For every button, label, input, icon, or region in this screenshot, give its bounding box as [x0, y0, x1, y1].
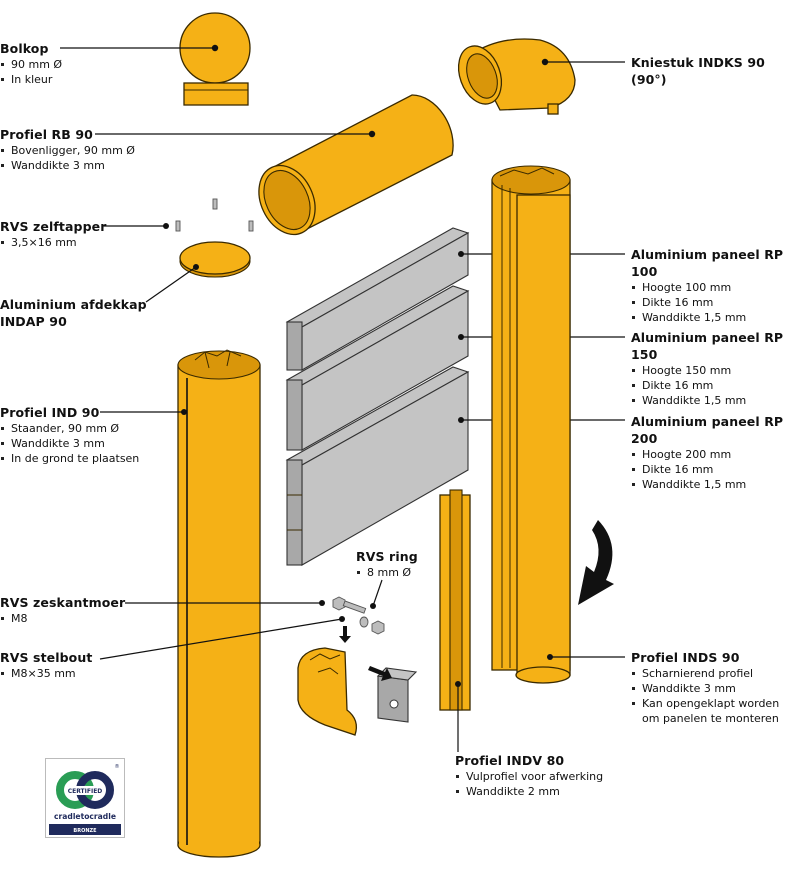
- label-rp100: Aluminium paneel RP 100 Hoogte 100 mm Di…: [631, 246, 800, 325]
- c2c-certified-text: CERTIFIED: [68, 788, 103, 795]
- label-bullet: M8: [0, 611, 125, 626]
- leader-afdekkap: [145, 266, 197, 303]
- rotate-arrow: [578, 520, 614, 605]
- label-rp200: Aluminium paneel RP 200 Hoogte 200 mm Di…: [631, 413, 800, 492]
- bolkop-part: [179, 12, 251, 106]
- label-title: Aluminium paneel RP 150: [631, 330, 784, 362]
- label-bullet: Dikte 16 mm: [631, 295, 800, 310]
- ind90-part: [177, 349, 261, 858]
- label-title: INDAP 90: [0, 314, 67, 329]
- label-bullet: Bovenligger, 90 mm Ø: [0, 143, 135, 158]
- label-title: RVS zeskantmoer: [0, 595, 126, 610]
- label-zeskantmoer: RVS zeskantmoer M8: [0, 594, 125, 626]
- label-title: Profiel INDV 80: [455, 753, 565, 768]
- label-bullet: Dikte 16 mm: [631, 462, 800, 477]
- label-title: Kniestuk INDKS 90 (90°): [631, 55, 765, 87]
- bolt-assembly: [319, 596, 385, 643]
- label-bullet: Vulprofiel voor afwerking: [455, 769, 603, 784]
- label-bullet: Wanddikte 2 mm: [455, 784, 603, 799]
- label-bullet: Hoogte 150 mm: [631, 363, 800, 378]
- indv80-part: [439, 489, 471, 711]
- cradle-to-cradle-badge: CERTIFIED ® cradletocradle BRONZE: [45, 758, 125, 838]
- label-bullet: Wanddikte 3 mm: [0, 158, 135, 173]
- label-bullet: Scharnierend profiel: [631, 666, 779, 681]
- label-rp150: Aluminium paneel RP 150 Hoogte 150 mm Di…: [631, 329, 800, 408]
- label-title: RVS ring: [356, 549, 418, 564]
- leader-ring: [372, 579, 383, 607]
- label-bullet: Kan opengeklapt worden: [631, 696, 779, 711]
- label-title: Profiel INDS 90: [631, 650, 740, 665]
- label-bullet: Wanddikte 3 mm: [0, 436, 139, 451]
- panel-rp100: [285, 227, 470, 371]
- label-bullet: Hoogte 100 mm: [631, 280, 800, 295]
- c2c-brand-text: cradletocradle: [54, 812, 116, 821]
- label-bullet: Dikte 16 mm: [631, 378, 800, 393]
- inds90-part: [491, 165, 571, 684]
- label-bullet: Wanddikte 1,5 mm: [631, 393, 800, 408]
- label-bullet: 3,5×16 mm: [0, 235, 106, 250]
- label-title: Aluminium afdekkap: [0, 297, 147, 312]
- label-title: Aluminium paneel RP 100: [631, 247, 784, 279]
- label-title: Profiel IND 90: [0, 405, 100, 420]
- label-ring: RVS ring 8 mm Ø: [356, 548, 418, 580]
- label-afdekkap: Aluminium afdekkap INDAP 90: [0, 296, 147, 330]
- label-kniestuk: Kniestuk INDKS 90 (90°): [631, 54, 800, 88]
- label-bullet: Wanddikte 1,5 mm: [631, 477, 800, 492]
- panel-rp150: [285, 285, 470, 451]
- label-title: Bolkop: [0, 41, 49, 56]
- label-bullet: M8×35 mm: [0, 666, 92, 681]
- detail-cutaway: [297, 647, 418, 736]
- label-bullet: Wanddikte 3 mm: [631, 681, 779, 696]
- label-title: RVS stelbout: [0, 650, 93, 665]
- label-bullet: Hoogte 200 mm: [631, 447, 800, 462]
- label-stelbout: RVS stelbout M8×35 mm: [0, 649, 92, 681]
- panel-rp200: [285, 366, 470, 566]
- rb90-part: [258, 94, 454, 236]
- c2c-registered-mark: ®: [115, 763, 120, 770]
- c2c-level-text: BRONZE: [73, 828, 97, 834]
- label-zelftapper: RVS zelftapper 3,5×16 mm: [0, 218, 106, 250]
- label-title: Aluminium paneel RP 200: [631, 414, 784, 446]
- label-bullet: 8 mm Ø: [356, 565, 418, 580]
- kniestuk-part: [457, 38, 576, 115]
- label-bullet: 90 mm Ø: [0, 57, 62, 72]
- label-indv80: Profiel INDV 80 Vulprofiel voor afwerkin…: [455, 752, 603, 799]
- label-bullet: In de grond te plaatsen: [0, 451, 139, 466]
- label-bullet: In kleur: [0, 72, 62, 87]
- label-inds90: Profiel INDS 90 Scharnierend profiel Wan…: [631, 649, 779, 726]
- leader-stelbout: [99, 618, 343, 660]
- label-bullet: Wanddikte 1,5 mm: [631, 310, 800, 325]
- label-title: RVS zelftapper: [0, 219, 107, 234]
- label-title: Profiel RB 90: [0, 127, 93, 142]
- afdekkap-part: [179, 241, 251, 278]
- label-bullet: Staander, 90 mm Ø: [0, 421, 139, 436]
- label-bullet-continuation: om panelen te monteren: [642, 712, 779, 725]
- label-ind90: Profiel IND 90 Staander, 90 mm Ø Wanddik…: [0, 404, 139, 466]
